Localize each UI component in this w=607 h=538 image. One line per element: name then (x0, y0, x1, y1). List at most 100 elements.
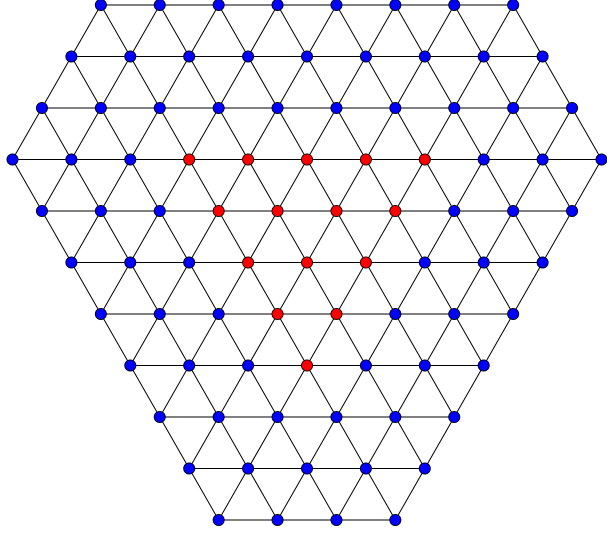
lattice-edge (453, 56, 485, 109)
lattice-edge (129, 365, 161, 418)
lattice-node (536, 256, 549, 269)
highlighted-node (359, 256, 372, 269)
lattice-node (359, 50, 372, 63)
lattice-node (448, 102, 461, 115)
lattice-node (448, 410, 461, 423)
highlighted-node (300, 256, 313, 269)
lattice-edge (542, 107, 573, 160)
highlighted-node (183, 153, 196, 166)
lattice-edge (424, 56, 455, 109)
lattice-nodes (6, 0, 607, 527)
highlighted-node (242, 153, 255, 166)
lattice-node (212, 410, 225, 423)
lattice-edge (247, 159, 278, 212)
lattice-node (124, 359, 137, 372)
highlighted-node (389, 204, 402, 217)
lattice-node (389, 410, 402, 423)
lattice-edge (394, 468, 426, 521)
lattice-node (477, 359, 490, 372)
lattice-edge (188, 468, 220, 521)
lattice-edge (247, 56, 278, 109)
lattice-edge (336, 56, 367, 109)
lattice-node (507, 204, 520, 217)
lattice-edge (159, 56, 190, 109)
lattice-node (566, 102, 579, 115)
lattice-node (242, 50, 255, 63)
lattice-edge (453, 4, 485, 57)
lattice-edge (453, 159, 485, 212)
lattice-edge (512, 210, 544, 263)
lattice-edge (218, 365, 249, 418)
lattice-node (418, 359, 431, 372)
lattice-node (153, 0, 166, 11)
lattice-edge (424, 4, 455, 57)
lattice-node (448, 0, 461, 11)
lattice-edge (424, 159, 455, 212)
lattice-edge (159, 107, 190, 160)
lattice-edge (512, 107, 544, 160)
lattice-edge (424, 416, 455, 469)
lattice-edge (336, 210, 367, 263)
lattice-edge (424, 262, 455, 315)
highlighted-node (300, 359, 313, 372)
lattice-node (389, 102, 402, 115)
lattice-edge (159, 365, 190, 418)
lattice-edge (218, 210, 249, 263)
lattice-node (566, 204, 579, 217)
lattice-node (448, 204, 461, 217)
lattice-node (212, 514, 225, 527)
lattice-edge (542, 56, 573, 109)
lattice-edge (247, 468, 278, 521)
lattice-edges (12, 4, 602, 521)
lattice-edge (159, 210, 190, 263)
highlighted-node (330, 204, 343, 217)
lattice-edge (277, 416, 308, 469)
lattice-edge (129, 262, 161, 315)
lattice-edge (306, 159, 337, 212)
lattice-node (94, 102, 107, 115)
lattice-node (359, 462, 372, 475)
lattice-edge (306, 365, 337, 418)
lattice-edge (512, 159, 544, 212)
lattice-edge (336, 4, 367, 57)
lattice-edge (365, 313, 396, 366)
lattice-edge (277, 365, 308, 418)
lattice-node (330, 0, 343, 11)
lattice-node (153, 204, 166, 217)
lattice-edge (70, 159, 102, 212)
lattice-edge (41, 107, 72, 160)
lattice-edge (277, 313, 308, 366)
lattice-node (389, 307, 402, 320)
lattice-node (507, 102, 520, 115)
lattice-node (477, 50, 490, 63)
lattice-node (153, 307, 166, 320)
lattice-edge (394, 313, 426, 366)
lattice-edge (512, 56, 544, 109)
lattice-edge (70, 210, 102, 263)
lattice-edge (483, 210, 514, 263)
lattice-edge (70, 56, 102, 109)
lattice-node (300, 462, 313, 475)
lattice-edge (247, 210, 278, 263)
lattice-edge (100, 56, 131, 109)
lattice-edge (453, 365, 485, 418)
lattice-node (153, 410, 166, 423)
lattice-node (242, 359, 255, 372)
lattice-edge (159, 159, 190, 212)
lattice-edge (542, 210, 573, 263)
lattice-node (242, 462, 255, 475)
lattice-edge (129, 4, 161, 57)
lattice-edge (159, 313, 190, 366)
lattice-edge (70, 107, 102, 160)
lattice-edge (70, 262, 102, 315)
lattice-edge (100, 262, 131, 315)
lattice-edge (365, 262, 396, 315)
lattice-edge (218, 4, 249, 57)
lattice-edge (394, 416, 426, 469)
lattice-edge (277, 107, 308, 160)
lattice-edge (512, 4, 544, 57)
lattice-edge (277, 468, 308, 521)
lattice-edge (159, 4, 190, 57)
lattice-edge (129, 107, 161, 160)
